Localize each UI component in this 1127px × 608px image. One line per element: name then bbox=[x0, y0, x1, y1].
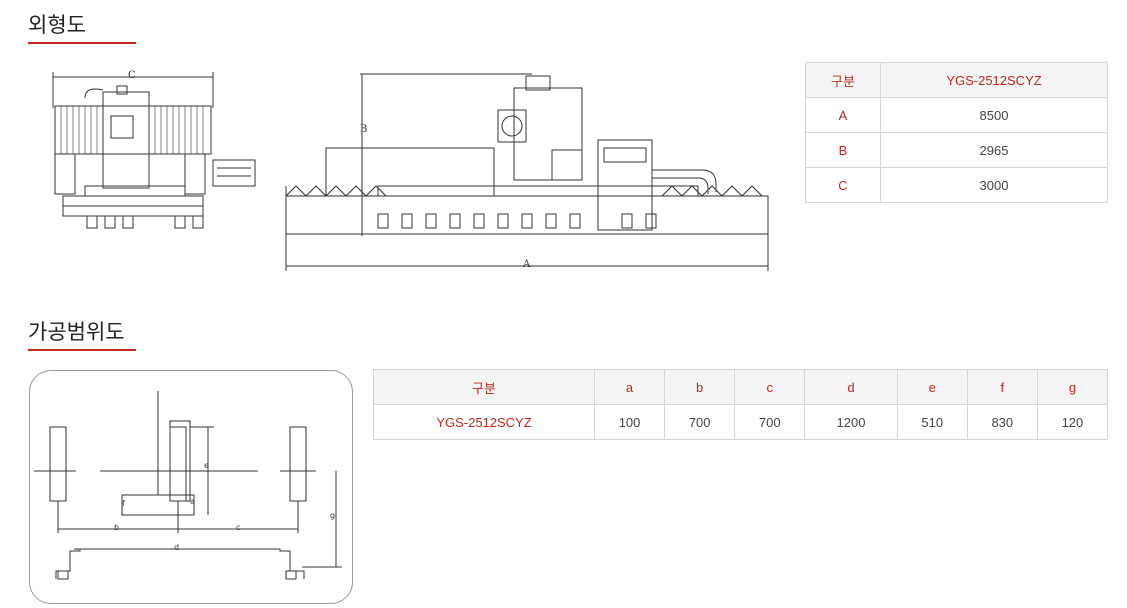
range-row-value: 1200 bbox=[804, 404, 898, 440]
outline-row-value: 2965 bbox=[880, 132, 1108, 168]
range-dim-a-label: a bbox=[190, 497, 195, 506]
front-view-drawing bbox=[52, 72, 256, 229]
range-dim-b-label: b bbox=[114, 523, 120, 532]
table-row: B 2965 bbox=[805, 132, 1108, 168]
range-section-title: 가공범위도 bbox=[28, 320, 125, 344]
outline-row-value: 8500 bbox=[880, 97, 1108, 133]
outline-table-header-row: 구분 YGS-2512SCYZ bbox=[805, 62, 1108, 98]
outline-header-model: YGS-2512SCYZ bbox=[880, 62, 1108, 98]
front-dim-c-label: C bbox=[128, 70, 136, 81]
range-header-col: g bbox=[1036, 369, 1109, 405]
side-view-drawing bbox=[285, 73, 769, 271]
range-header-col: d bbox=[804, 369, 898, 405]
outline-row-label: B bbox=[805, 132, 881, 168]
outline-title-underline bbox=[28, 42, 136, 44]
range-dim-c-label: c bbox=[236, 523, 241, 532]
outline-spec-table: 구분 YGS-2512SCYZ A 8500 B 2965 C 3000 bbox=[805, 62, 1108, 203]
range-dim-g-label: g bbox=[330, 511, 336, 520]
range-row-model: YGS-2512SCYZ bbox=[373, 404, 595, 440]
range-row-value: 100 bbox=[593, 404, 666, 440]
range-table-header-row: 구분 a b c d e f g bbox=[373, 369, 1109, 405]
range-header-col: e bbox=[896, 369, 968, 405]
range-dim-e-label: e bbox=[204, 461, 209, 470]
range-header-col: a bbox=[593, 369, 666, 405]
range-header-category: 구분 bbox=[373, 369, 595, 405]
outline-row-label: C bbox=[805, 167, 881, 203]
outline-section-title: 외형도 bbox=[28, 13, 86, 37]
outline-row-value: 3000 bbox=[880, 167, 1108, 203]
range-row-value: 830 bbox=[966, 404, 1038, 440]
range-row-value: 120 bbox=[1036, 404, 1109, 440]
table-row: YGS-2512SCYZ 100 700 700 1200 510 830 12… bbox=[373, 404, 1109, 440]
range-row-value: 700 bbox=[734, 404, 806, 440]
outline-row-label: A bbox=[805, 97, 881, 133]
table-row: C 3000 bbox=[805, 167, 1108, 203]
machining-range-diagram: b c d e f g a bbox=[29, 370, 353, 604]
range-header-col: b bbox=[664, 369, 736, 405]
side-dim-a-label: A bbox=[523, 259, 531, 270]
range-title-underline bbox=[28, 349, 136, 351]
outline-header-category: 구분 bbox=[805, 62, 881, 98]
range-spec-table: 구분 a b c d e f g YGS-2512SCYZ 100 700 70… bbox=[373, 369, 1109, 440]
range-header-col: f bbox=[966, 369, 1038, 405]
range-dim-f-label: f bbox=[122, 499, 125, 508]
range-dim-d-label: d bbox=[174, 543, 180, 552]
range-diagram-lines bbox=[34, 391, 342, 580]
side-dim-b-label: B bbox=[360, 124, 368, 135]
range-row-value: 700 bbox=[664, 404, 736, 440]
range-header-col: c bbox=[734, 369, 806, 405]
range-row-value: 510 bbox=[896, 404, 968, 440]
table-row: A 8500 bbox=[805, 97, 1108, 133]
